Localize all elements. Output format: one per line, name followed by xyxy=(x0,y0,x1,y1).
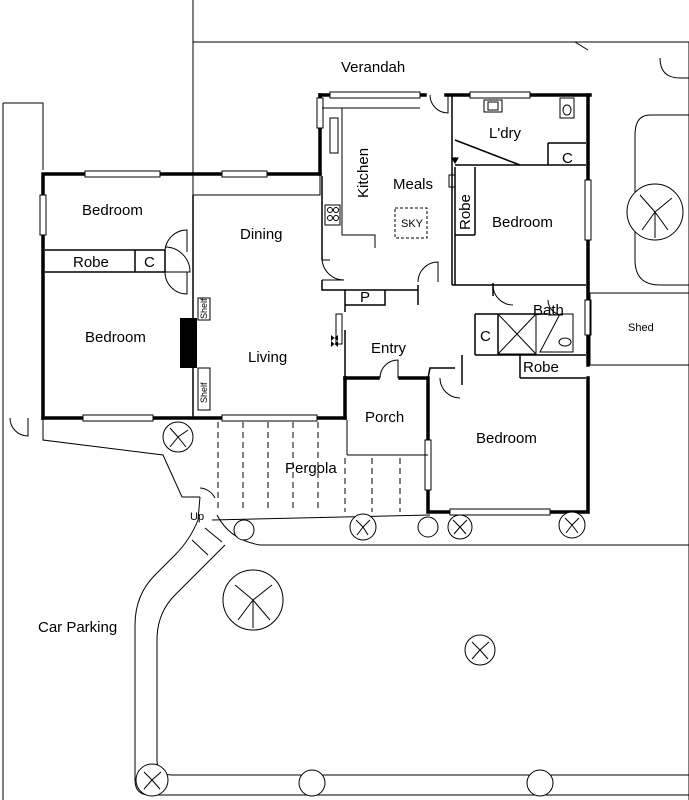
label-robe-e: Robe xyxy=(523,359,559,376)
label-porch: Porch xyxy=(365,409,404,426)
exterior-walls xyxy=(41,93,592,514)
label-meals: Meals xyxy=(393,176,433,193)
kitchen-counters xyxy=(322,107,456,261)
label-bedroom-ne: Bedroom xyxy=(492,214,553,231)
label-up: Up xyxy=(190,511,204,523)
label-pergola: Pergola xyxy=(285,460,337,477)
room-labels: Verandah Kitchen Meals L'dry Bedroom Rob… xyxy=(38,59,654,636)
door-swings xyxy=(9,94,564,499)
entry-marker xyxy=(331,335,338,347)
label-cupboard-laundry: C xyxy=(562,150,573,167)
label-bedroom-se: Bedroom xyxy=(476,430,537,447)
tree-large-yard xyxy=(222,569,284,631)
label-living: Living xyxy=(248,349,287,366)
shelf-upper xyxy=(197,297,211,321)
label-pantry: P xyxy=(360,289,370,306)
label-robe-ne: Robe xyxy=(457,194,474,230)
interior-walls xyxy=(45,95,586,418)
shelf-lower xyxy=(197,367,211,411)
driveway xyxy=(134,496,689,796)
label-entry: Entry xyxy=(371,340,407,357)
label-sky: SKY xyxy=(401,218,424,230)
label-shed: Shed xyxy=(628,322,654,334)
label-shelf-upper: Shelf xyxy=(199,298,209,319)
label-bath: Bath xyxy=(533,302,564,319)
label-cupboard-w: C xyxy=(144,254,155,271)
label-bedroom-w: Bedroom xyxy=(85,329,146,346)
tree-small xyxy=(135,421,586,797)
label-cupboard-bath: C xyxy=(480,328,491,345)
laundry-fixtures xyxy=(451,97,575,164)
fireplace xyxy=(180,318,197,368)
label-kitchen: Kitchen xyxy=(355,148,372,198)
label-dining: Dining xyxy=(240,226,283,243)
shed xyxy=(589,292,689,366)
label-car-parking: Car Parking xyxy=(38,619,117,636)
label-shelf-lower: Shelf xyxy=(199,382,209,403)
label-verandah: Verandah xyxy=(341,59,405,76)
porch-outline xyxy=(346,420,428,456)
label-bedroom-nw: Bedroom xyxy=(82,202,143,219)
tree-large-east xyxy=(626,183,684,241)
windows xyxy=(39,91,592,516)
bath-fixtures xyxy=(497,313,574,355)
label-robe-w: Robe xyxy=(73,254,109,271)
pergola-beams xyxy=(217,422,401,512)
label-laundry: L'dry xyxy=(489,125,522,142)
trees xyxy=(135,183,684,797)
